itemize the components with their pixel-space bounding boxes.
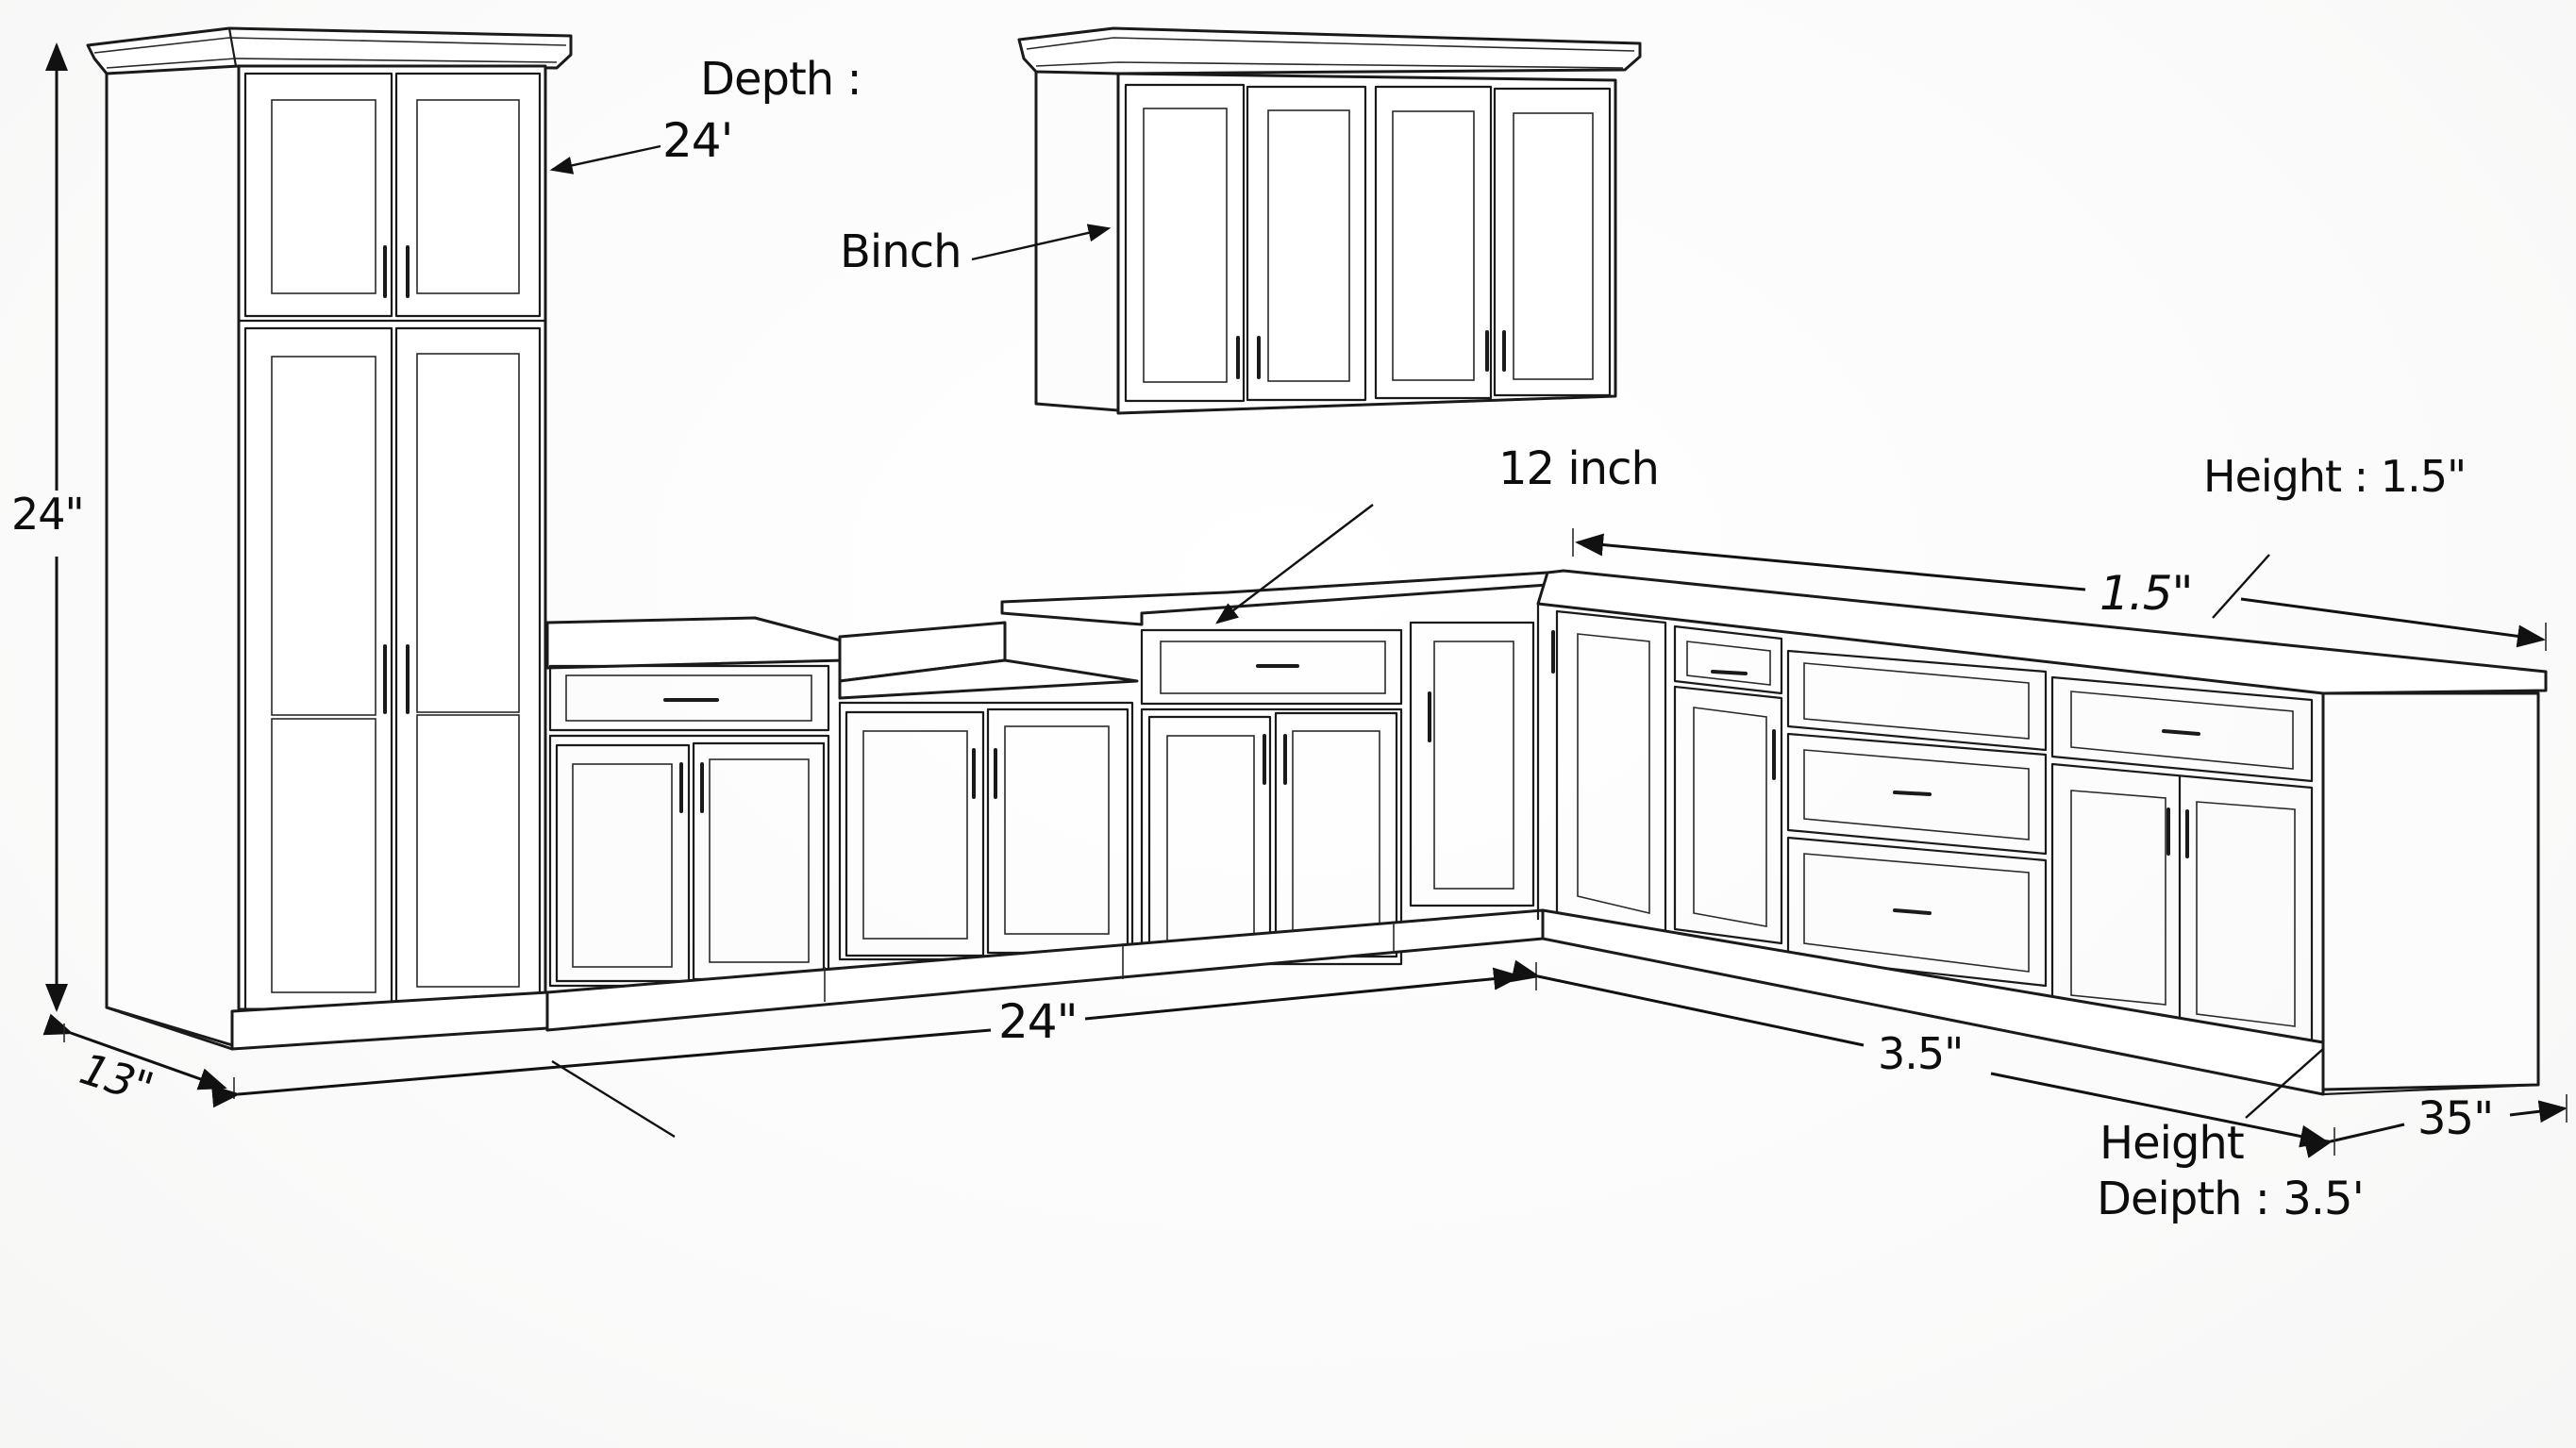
countertop-left — [545, 616, 846, 670]
right-run-arrow-left — [1511, 959, 1865, 1047]
depth-leader — [549, 144, 661, 175]
end-depth-label: 35" — [2417, 1092, 2494, 1145]
end-panel — [2321, 691, 2540, 1091]
pantry-height-label: 24" — [11, 489, 85, 540]
counter-depth-label: 12 inch — [1498, 442, 1660, 495]
dimension-lines — [42, 42, 2568, 1158]
counter-width-label: 1.5" — [2099, 566, 2194, 621]
wall-cabinet-face — [1116, 72, 1617, 415]
base-run-right — [1536, 569, 2548, 1096]
base1-drawer — [548, 664, 830, 732]
right-run-width-label: 3.5" — [1878, 1028, 1964, 1079]
upper-wall-cabinet — [1017, 26, 1642, 415]
depth-title-label: Depth : — [700, 53, 862, 106]
height-leader — [2212, 554, 2270, 619]
binch-label: Binch — [840, 225, 962, 278]
toe-kick-leader — [2245, 1048, 2324, 1119]
floor-leader — [551, 1059, 676, 1139]
pantry-depth-arrow — [42, 1013, 227, 1090]
base3-drawer — [1140, 628, 1403, 706]
counter-leader — [1215, 504, 1374, 624]
toe-depth-label: Deipth : 3.5' — [2097, 1173, 2365, 1225]
base-run-arrow-left — [211, 1028, 992, 1108]
sink-top — [838, 658, 1139, 700]
countertop-center — [1000, 571, 1549, 626]
binch-leader — [971, 224, 1112, 261]
pantry-side-panel — [105, 62, 241, 1049]
base-run-width-label: 24" — [998, 994, 1079, 1049]
tall-pantry-cabinet — [86, 26, 573, 1051]
wall-cabinet-side — [1034, 64, 1120, 412]
end-depth-arrow-right — [2509, 1100, 2568, 1123]
depth-value-label: 24' — [662, 113, 733, 168]
height-label: Height : 1.5" — [2203, 451, 2467, 502]
counter-width-arrow-right — [2240, 597, 2546, 648]
toe-height-label: Height — [2099, 1117, 2245, 1170]
end-depth-arrow-left — [2302, 1123, 2405, 1158]
counter-width-arrow-left — [1575, 533, 2086, 591]
base-run-left — [545, 571, 1549, 1032]
right-run-arrow-right — [1990, 1072, 2329, 1148]
base-run-arrow-right — [1084, 967, 1522, 1021]
